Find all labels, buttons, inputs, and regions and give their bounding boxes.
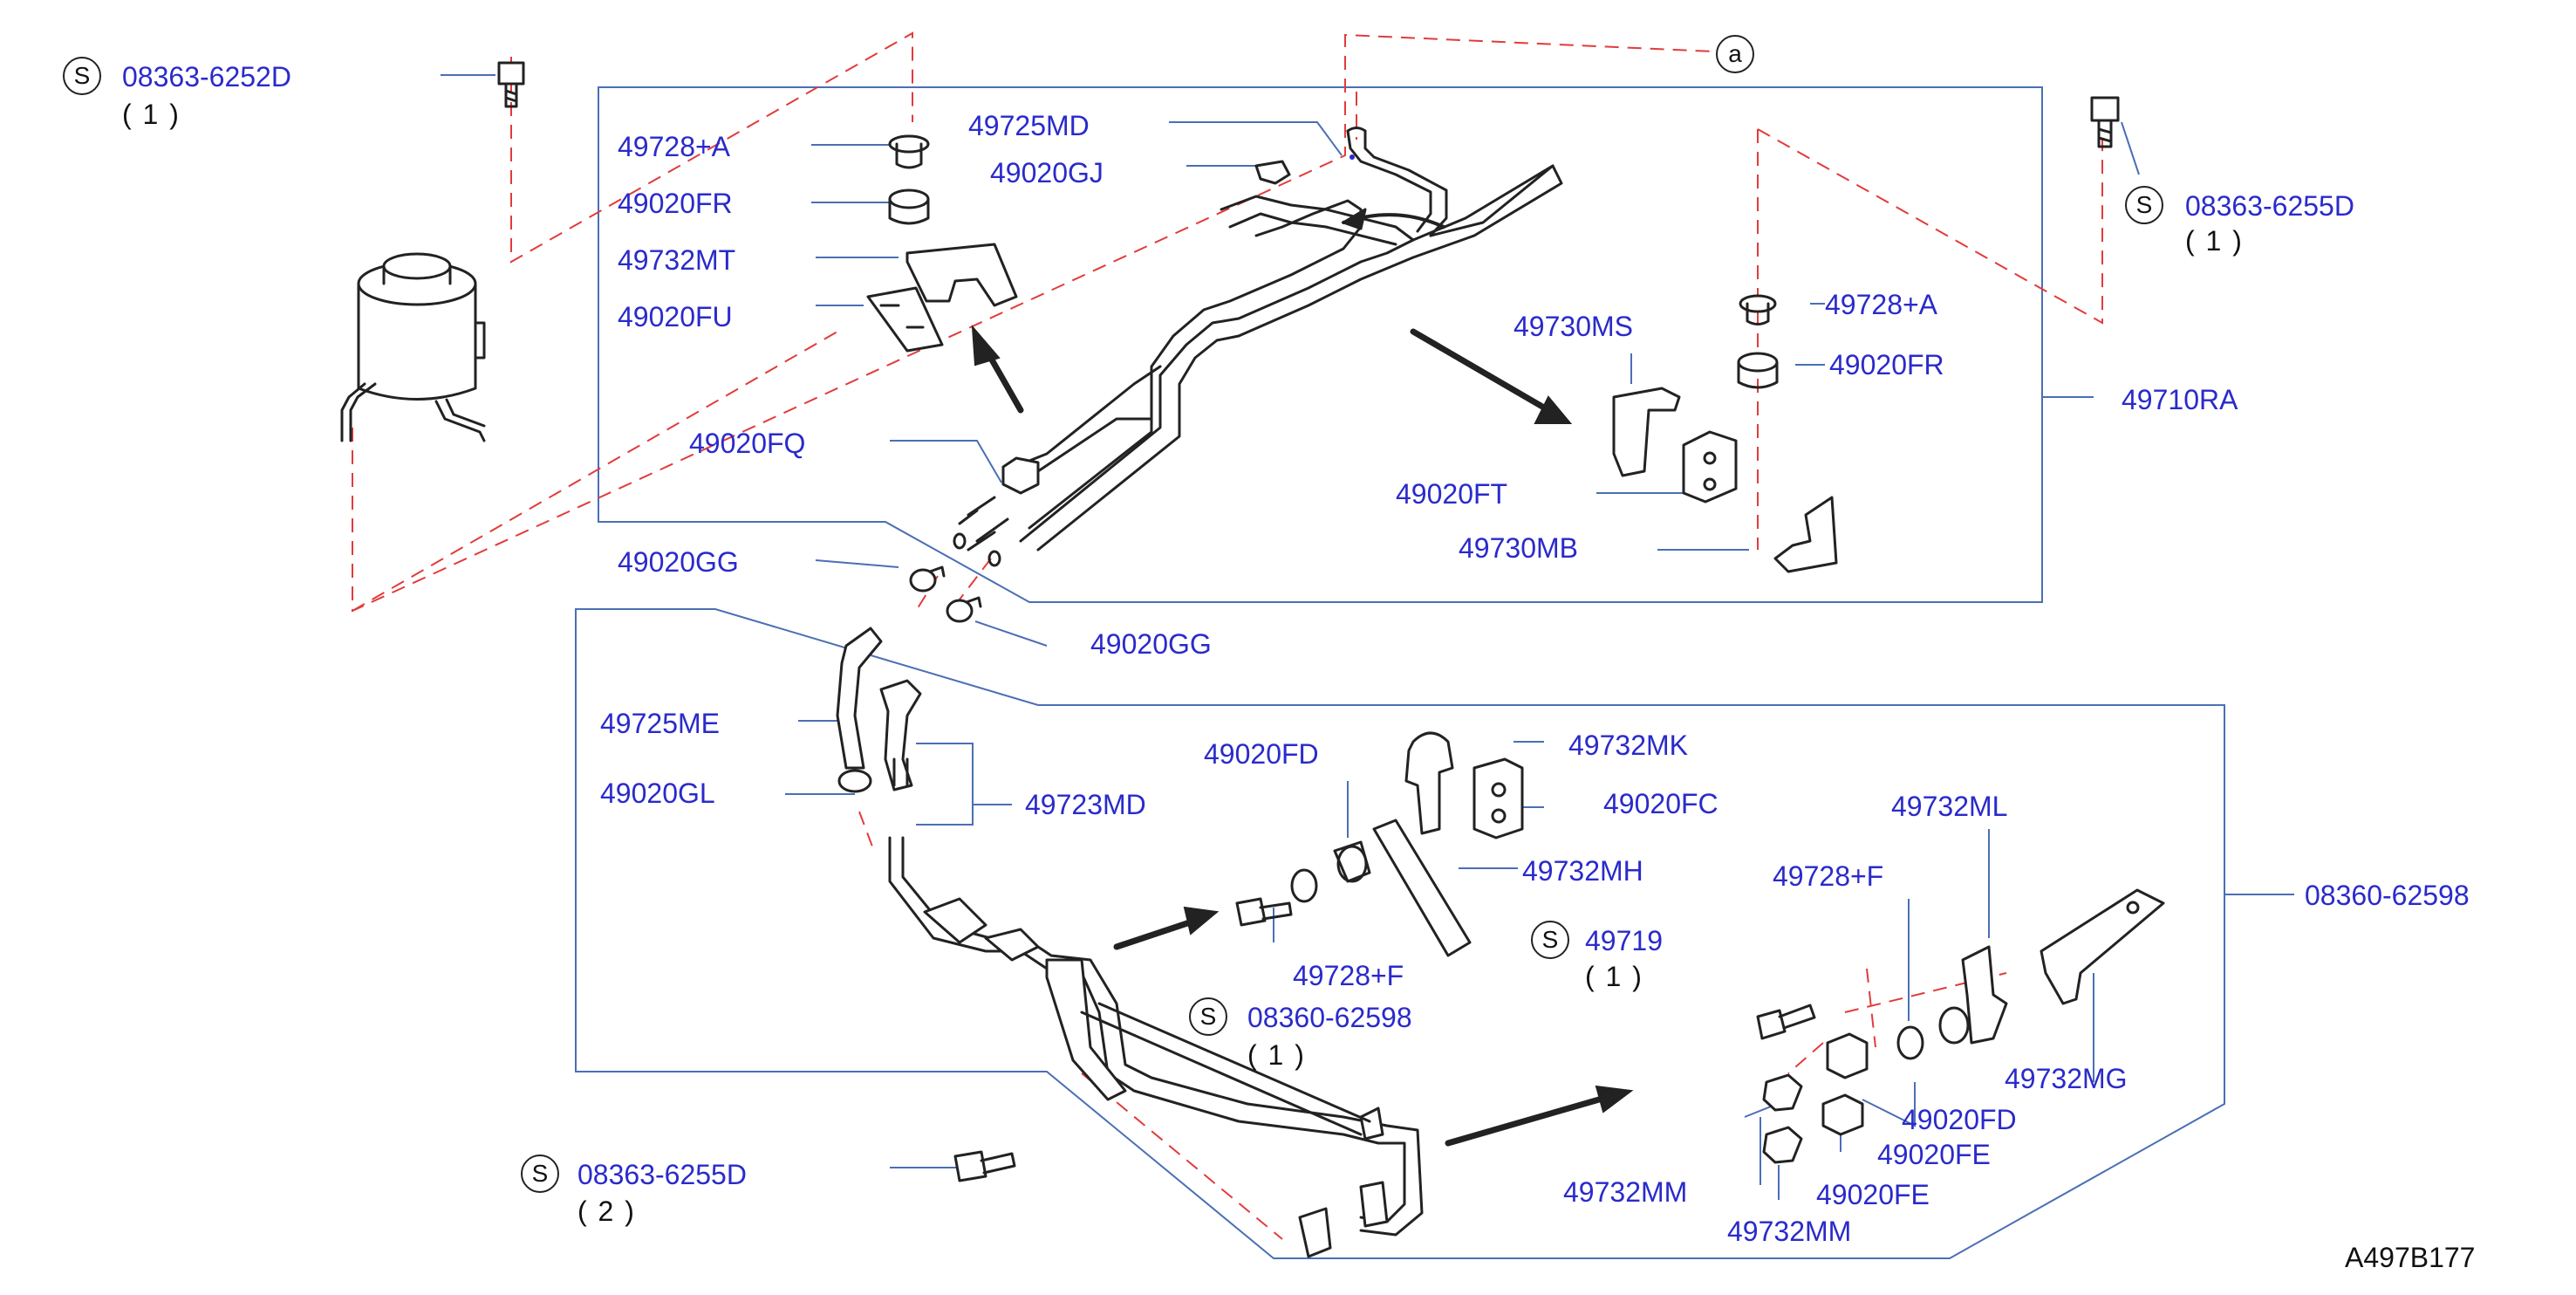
label-49020FE-upper[interactable]: 49020FE bbox=[1877, 1139, 1991, 1170]
leader-lines bbox=[441, 74, 2294, 1200]
label-49723MD[interactable]: 49723MD bbox=[1025, 789, 1146, 820]
bolt-top-right bbox=[2090, 96, 2120, 148]
label-49020FU[interactable]: 49020FU bbox=[618, 301, 733, 332]
label-49719[interactable]: 08360-62598 bbox=[2305, 880, 2470, 911]
lower-assembly-frame bbox=[575, 608, 2225, 1259]
upper-assembly-frame bbox=[598, 86, 2043, 603]
diagram-code: A497B177 bbox=[2345, 1242, 2476, 1273]
label-49730MB[interactable]: 49730MB bbox=[1459, 532, 1578, 564]
label-screw-bottom-left[interactable]: 08363-6255D bbox=[577, 1159, 747, 1190]
direction-arrows bbox=[971, 325, 1634, 1147]
label-49728F-right[interactable]: 49728+F bbox=[1773, 860, 1884, 892]
bolt-top-left bbox=[497, 61, 525, 108]
callout-a-symbol: a bbox=[1716, 35, 1754, 73]
label-49020FE-lower[interactable]: 49020FE bbox=[1816, 1179, 1930, 1210]
qty-screw-top-left: ( 1 ) bbox=[122, 99, 181, 130]
label-49710RA[interactable]: 49710RA bbox=[2122, 384, 2238, 415]
qty-screw-right: ( 1 ) bbox=[1585, 961, 1643, 992]
label-49725MD[interactable]: 49725MD bbox=[968, 110, 1090, 141]
label-49020FD-right[interactable]: 49020FD bbox=[1902, 1104, 2017, 1135]
label-49020GG-left[interactable]: 49020GG bbox=[618, 546, 739, 578]
label-49020FC[interactable]: 49020FC bbox=[1603, 788, 1718, 819]
label-49020FR-upper[interactable]: 49020FR bbox=[618, 188, 733, 219]
reservoir-tank bbox=[340, 252, 486, 442]
label-49730MS[interactable]: 49730MS bbox=[1513, 311, 1633, 342]
label-49020GG-right[interactable]: 49020GG bbox=[1090, 628, 1212, 660]
label-screw-mid[interactable]: 08360-62598 bbox=[1247, 1002, 1412, 1033]
label-screw-right[interactable]: 49719 bbox=[1585, 925, 1663, 956]
screw-symbol-mid: S bbox=[1189, 997, 1227, 1036]
label-49732MG[interactable]: 49732MG bbox=[2005, 1063, 2128, 1094]
screw-symbol-bottom-left: S bbox=[521, 1155, 559, 1193]
label-49728F-mid[interactable]: 49728+F bbox=[1293, 960, 1404, 991]
label-49728A-upper[interactable]: 49728+A bbox=[618, 131, 731, 162]
label-49020FD-mid[interactable]: 49020FD bbox=[1204, 738, 1319, 770]
qty-screw-top-right: ( 1 ) bbox=[2185, 225, 2244, 257]
label-49020GJ[interactable]: 49020GJ bbox=[990, 157, 1104, 188]
label-49732MM-lower[interactable]: 49732MM bbox=[1727, 1216, 1852, 1247]
label-49020FQ[interactable]: 49020FQ bbox=[689, 428, 806, 459]
label-screw-top-right[interactable]: 08363-6255D bbox=[2185, 190, 2354, 222]
label-49725ME[interactable]: 49725ME bbox=[600, 708, 720, 739]
screw-symbol-top-right: S bbox=[2125, 186, 2163, 224]
label-49732MM-upper[interactable]: 49732MM bbox=[1563, 1176, 1688, 1208]
qty-screw-bottom-left: ( 2 ) bbox=[577, 1196, 636, 1227]
label-49020FR-right[interactable]: 49020FR bbox=[1829, 349, 1944, 380]
label-49732ML[interactable]: 49732ML bbox=[1891, 791, 2008, 822]
label-49732MH[interactable]: 49732MH bbox=[1522, 855, 1643, 887]
qty-screw-mid: ( 1 ) bbox=[1247, 1039, 1306, 1071]
label-49020GL[interactable]: 49020GL bbox=[600, 778, 715, 809]
label-49020FT[interactable]: 49020FT bbox=[1396, 478, 1508, 510]
label-49732MK[interactable]: 49732MK bbox=[1568, 730, 1688, 761]
label-screw-top-left[interactable]: 08363-6252D bbox=[122, 61, 291, 92]
parts-art bbox=[340, 61, 2165, 1258]
label-49728A-right[interactable]: 49728+A bbox=[1825, 289, 1938, 320]
screw-symbol-top-left: S bbox=[63, 57, 101, 95]
screw-symbol-right: S bbox=[1531, 921, 1569, 959]
label-49732MT[interactable]: 49732MT bbox=[618, 244, 736, 276]
